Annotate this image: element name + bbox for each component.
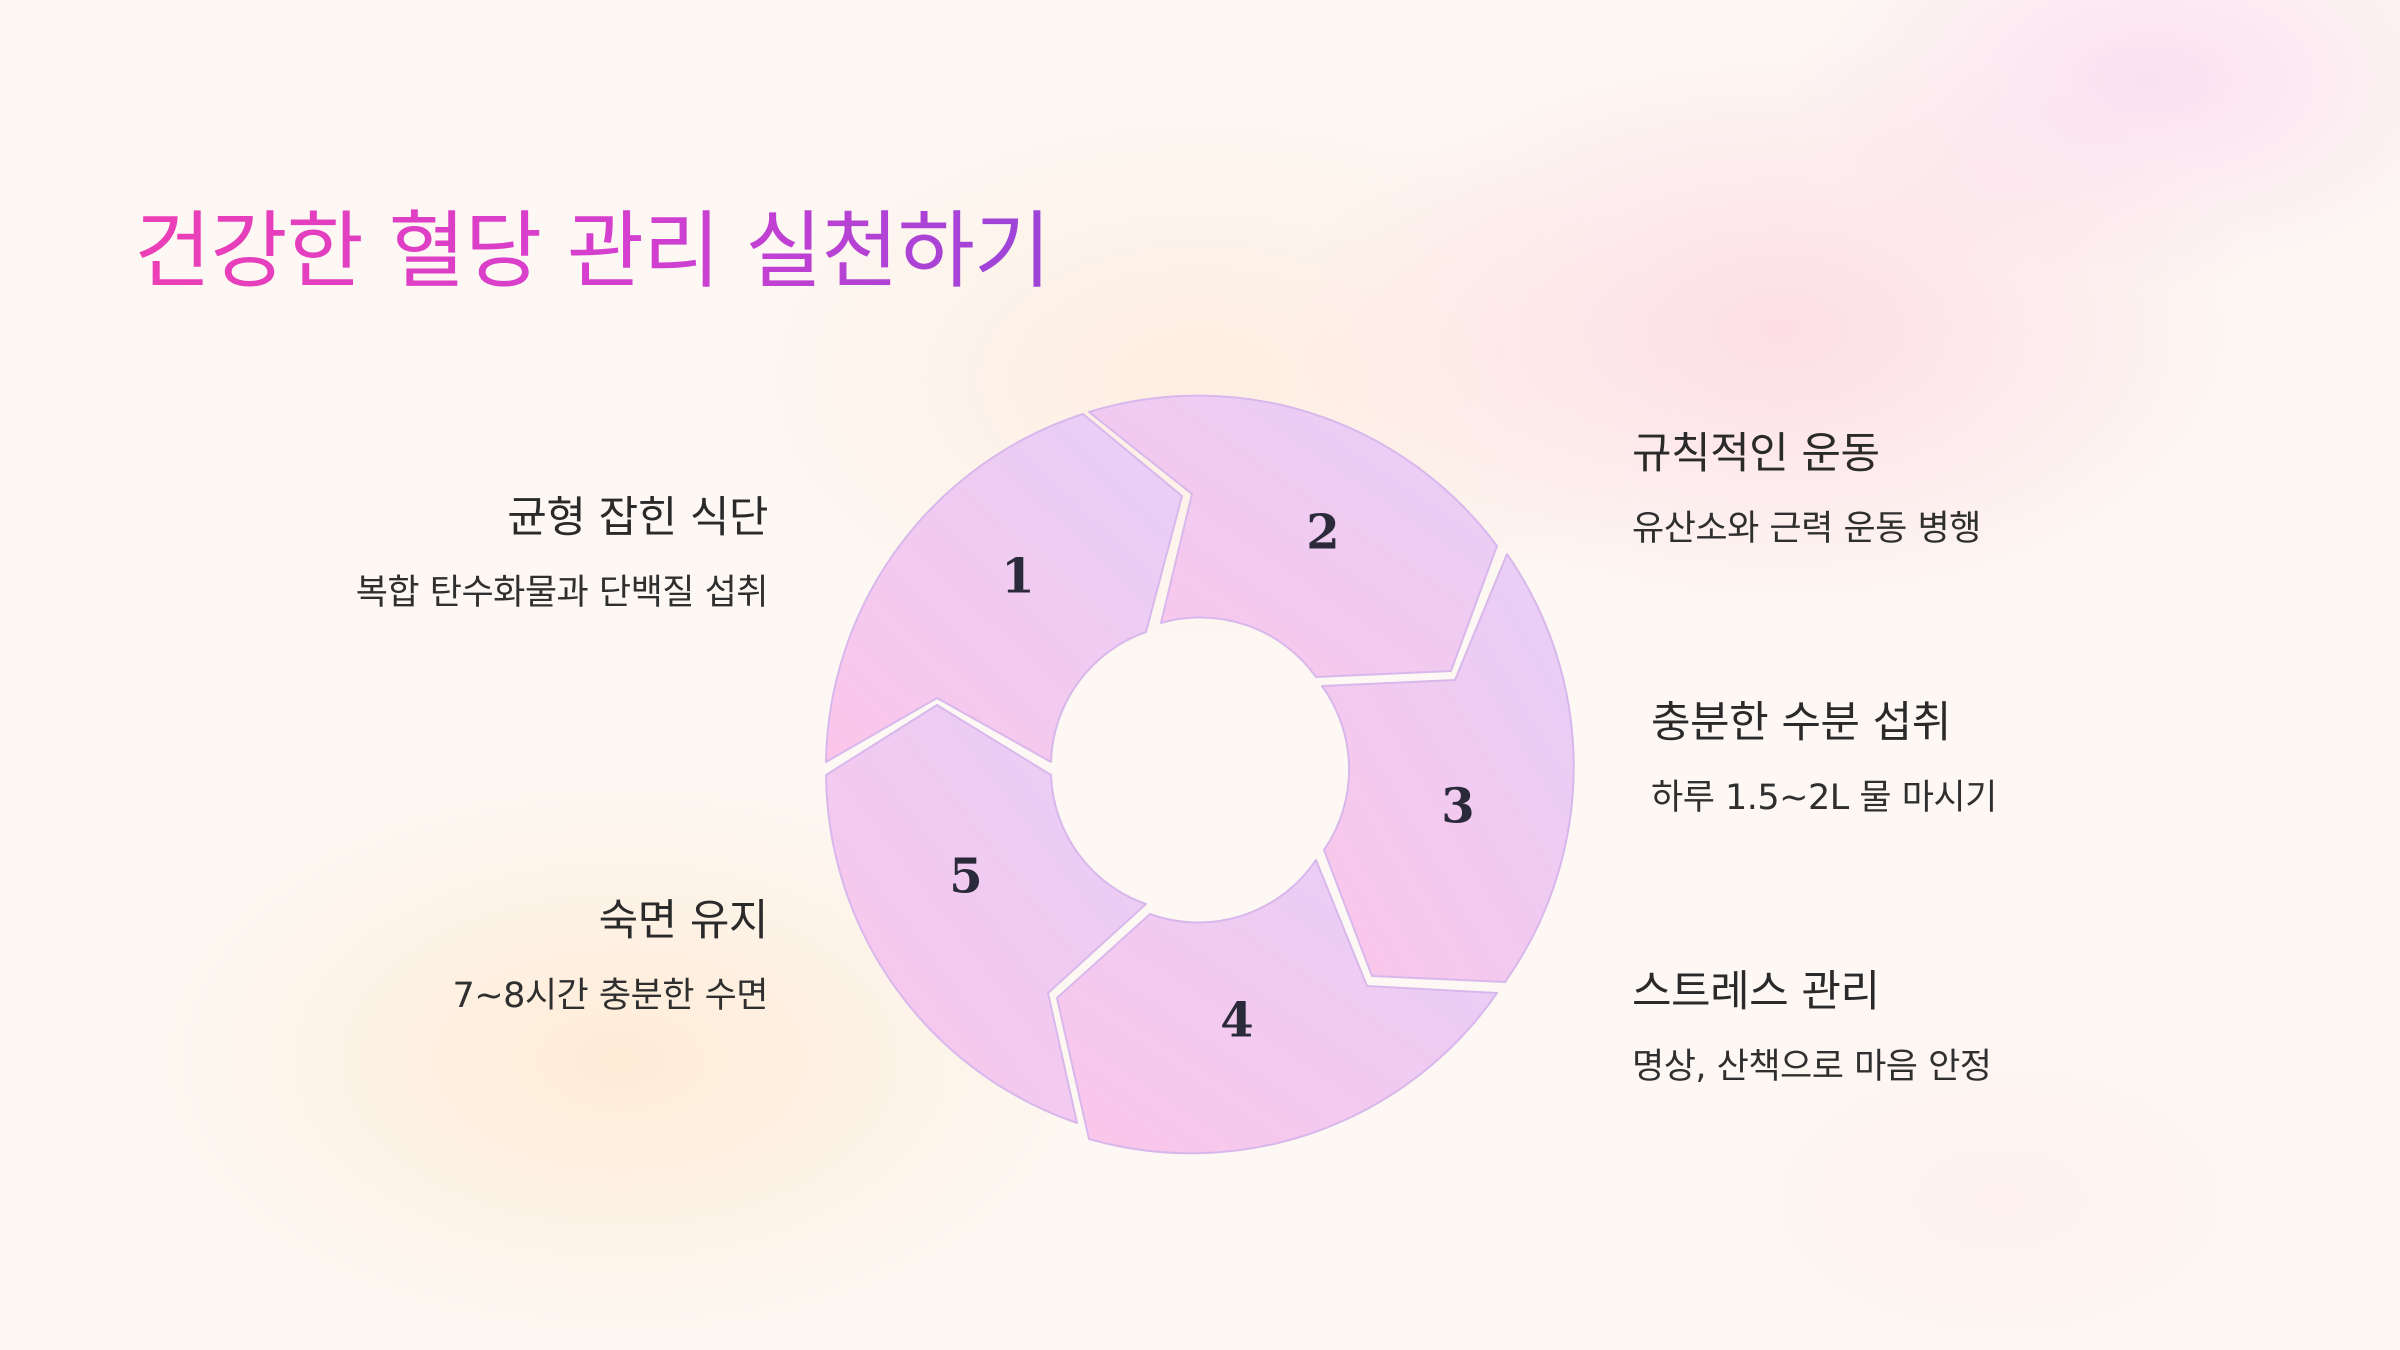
step-1-label: 균형 잡힌 식단 복합 탄수화물과 단백질 섭취 bbox=[148, 488, 769, 618]
step-5-label: 숙면 유지 7~8시간 충분한 수면 bbox=[148, 891, 768, 1021]
step-2-label: 규칙적인 운동 유산소와 근력 운동 병행 bbox=[1632, 424, 2252, 554]
segment-2-shape bbox=[1088, 394, 1498, 678]
cycle-segment-4: 4 bbox=[1056, 859, 1498, 1155]
page-title: 건강한 혈당 관리 실천하기 bbox=[134, 196, 1051, 306]
step-2-description: 유산소와 근력 운동 병행 bbox=[1632, 509, 1981, 549]
cycle-segment-2: 2 bbox=[1088, 394, 1498, 678]
step-1-description: 복합 탄수화물과 단백질 섭취 bbox=[355, 573, 769, 613]
segment-1-number: 1 bbox=[1001, 549, 1034, 605]
step-3-heading: 충분한 수분 섭취 bbox=[1651, 698, 1951, 748]
segment-3-shape bbox=[1321, 553, 1575, 983]
segment-5-shape bbox=[825, 704, 1147, 1124]
segment-3-number: 3 bbox=[1441, 779, 1474, 835]
segment-4-shape bbox=[1056, 859, 1498, 1155]
segment-4-number: 4 bbox=[1220, 993, 1253, 1049]
cycle-segment-5: 5 bbox=[825, 704, 1147, 1124]
step-3-label: 충분한 수분 섭취 하루 1.5~2L 물 마시기 bbox=[1651, 693, 2271, 823]
cycle-segment-1: 1 bbox=[825, 413, 1183, 763]
cycle-segment-3: 3 bbox=[1321, 553, 1575, 983]
step-4-heading: 스트레스 관리 bbox=[1632, 967, 1880, 1017]
step-5-description: 7~8시간 충분한 수면 bbox=[452, 976, 768, 1016]
step-4-label: 스트레스 관리 명상, 산책으로 마음 안정 bbox=[1632, 962, 2252, 1092]
segment-2-number: 2 bbox=[1306, 505, 1339, 561]
step-3-description: 하루 1.5~2L 물 마시기 bbox=[1651, 778, 1997, 818]
segment-5-number: 5 bbox=[949, 849, 982, 905]
step-5-heading: 숙면 유지 bbox=[598, 896, 769, 946]
step-4-description: 명상, 산책으로 마음 안정 bbox=[1632, 1047, 1992, 1087]
segment-1-shape bbox=[825, 413, 1183, 763]
step-2-heading: 규칙적인 운동 bbox=[1632, 429, 1880, 479]
step-1-heading: 균형 잡힌 식단 bbox=[507, 493, 768, 543]
